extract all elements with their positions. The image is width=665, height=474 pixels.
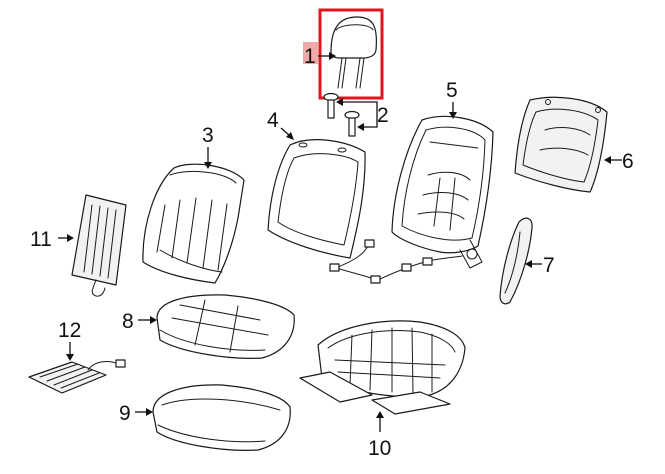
- callout-12: 12: [58, 319, 81, 342]
- seat-back-foam-part[interactable]: [267, 139, 366, 259]
- callout-3: 3: [202, 124, 214, 147]
- callout-2: 2: [377, 104, 389, 127]
- callout-5: 5: [446, 79, 458, 102]
- seat-cushion-foam-part[interactable]: [152, 384, 291, 451]
- seat-back-heater-part[interactable]: [71, 194, 127, 297]
- callout-7: 7: [543, 254, 555, 277]
- callout-9: 9: [119, 402, 131, 425]
- seat-cushion-heater-part[interactable]: [28, 359, 126, 394]
- seat-cushion-cover-part[interactable]: [156, 294, 295, 359]
- callout-4: 4: [267, 109, 279, 132]
- highlight-box: [318, 8, 384, 100]
- callout-1: 1: [304, 45, 316, 68]
- seat-back-cover-part[interactable]: [142, 163, 245, 284]
- seat-track-part[interactable]: [299, 320, 466, 415]
- headrest-guide-part[interactable]: [323, 92, 360, 137]
- wiring-harness: [329, 239, 463, 284]
- callout-8: 8: [122, 310, 134, 333]
- side-trim-part[interactable]: [499, 217, 533, 305]
- seat-back-frame-part[interactable]: [391, 115, 494, 269]
- callout-1-highlight: [303, 42, 318, 64]
- callout-10: 10: [368, 437, 391, 460]
- seat-back-panel-part[interactable]: [514, 96, 608, 193]
- callout-6: 6: [622, 150, 634, 173]
- headrest-part[interactable]: [330, 16, 378, 89]
- callout-11: 11: [30, 228, 52, 251]
